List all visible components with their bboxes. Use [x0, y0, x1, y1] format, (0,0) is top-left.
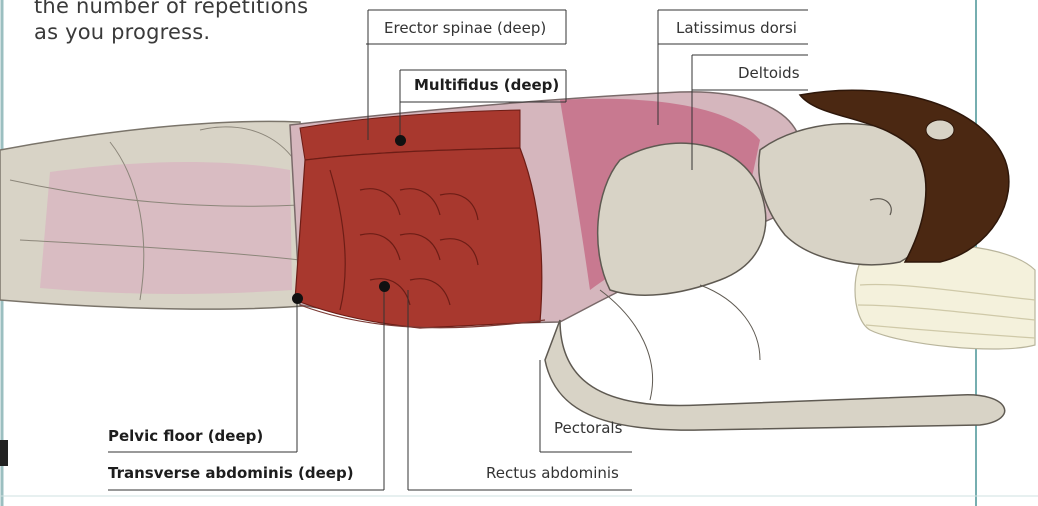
label-multifidus: Multifidus (deep)	[414, 76, 559, 94]
label-rectus-abdominis: Rectus abdominis	[486, 464, 619, 482]
intro-line-1: the number of repetitions	[34, 0, 334, 19]
label-deltoids: Deltoids	[738, 64, 800, 82]
head	[759, 90, 1009, 264]
intro-text: the number of repetitions as you progres…	[34, 0, 334, 45]
label-pectorals: Pectorals	[554, 419, 622, 437]
intro-line-2: as you progress.	[34, 19, 334, 45]
label-transverse-abdominis: Transverse abdominis (deep)	[108, 464, 354, 482]
label-erector-spinae: Erector spinae (deep)	[384, 19, 546, 37]
label-latissimus-dorsi: Latissimus dorsi	[676, 19, 797, 37]
multifidus-marker	[395, 135, 406, 146]
frame-marker-bottom	[0, 440, 8, 466]
transverse-abdominis-marker	[379, 281, 390, 292]
legs	[0, 121, 315, 309]
label-pelvic-floor: Pelvic floor (deep)	[108, 427, 263, 445]
pelvic-floor-marker	[292, 293, 303, 304]
